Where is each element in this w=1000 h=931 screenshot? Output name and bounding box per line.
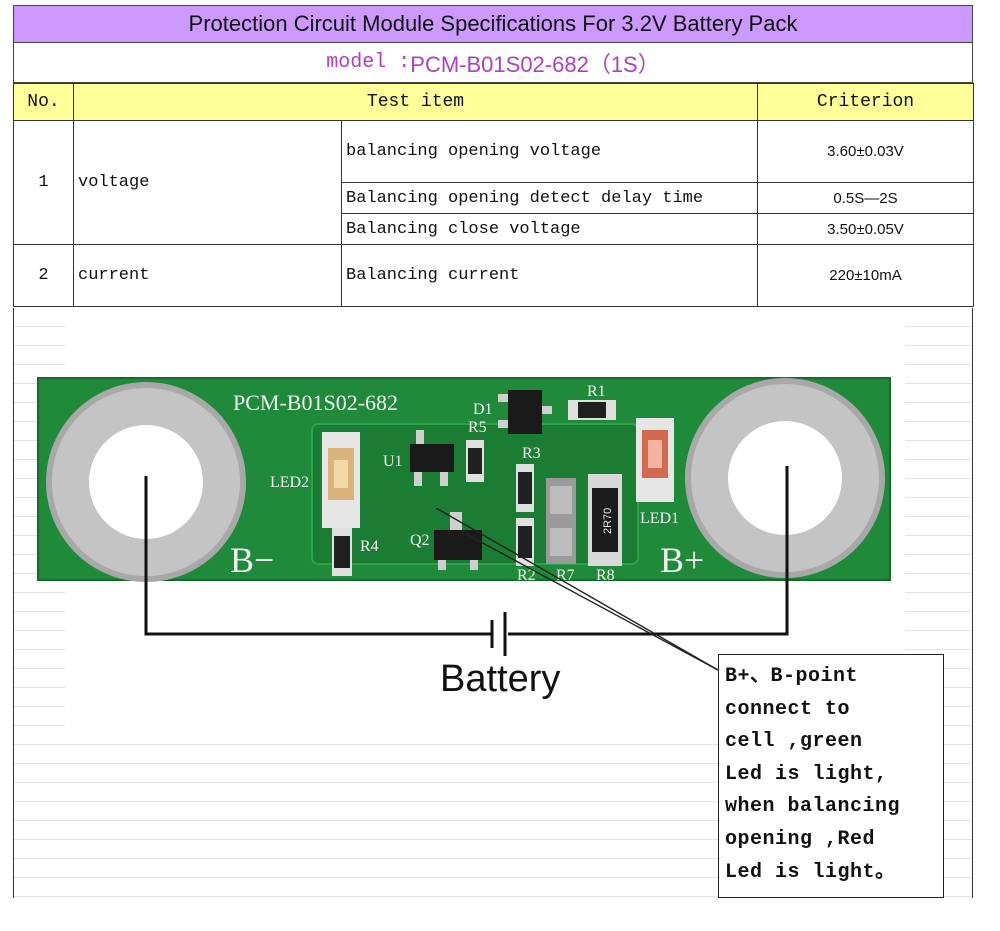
row-criterion: 220±10mA <box>757 244 974 307</box>
wire-b-plus <box>508 466 789 636</box>
wire-b-minus <box>144 476 492 636</box>
label-b-plus: B+ <box>660 540 704 580</box>
model-row: model : PCM-B01S02-682（1S） <box>13 43 973 83</box>
spec-table: No. Test item Criterion 1 voltage balanc… <box>13 83 974 307</box>
d1-chip <box>508 390 542 434</box>
row-category: voltage <box>73 120 342 245</box>
label-r7: R7 <box>556 567 575 584</box>
label-r3: R3 <box>522 445 541 462</box>
row-item: Balancing opening detect delay time <box>341 182 758 214</box>
note-box: B+、B-point connect to cell ,green Led is… <box>718 654 944 898</box>
label-r5: R5 <box>468 419 487 436</box>
row-item: balancing opening voltage <box>341 120 758 183</box>
pointer-line <box>435 507 719 671</box>
label-u1: U1 <box>383 453 403 470</box>
q2-chip <box>434 530 482 560</box>
header-no: No. <box>13 83 74 121</box>
table-row: 2 current Balancing current 220±10mA <box>13 244 974 307</box>
silkscreen-model: PCM-B01S02-682 <box>233 390 398 415</box>
row-no: 2 <box>13 244 74 307</box>
model-label: model : <box>326 51 411 74</box>
table-row: Balancing opening detect delay time 0.5S… <box>14 182 974 214</box>
row-criterion: 3.50±0.05V <box>757 213 974 245</box>
model-value: PCM-B01S02-682（1S） <box>410 51 660 77</box>
label-r2: R2 <box>517 567 536 584</box>
label-led1: LED1 <box>640 510 679 527</box>
row-item: Balancing current <box>341 244 758 307</box>
r8-marking: 2R70 <box>602 508 614 534</box>
table-row: Balancing close voltage 3.50±0.05V <box>14 213 974 245</box>
battery-label: Battery <box>440 658 561 700</box>
label-r8: R8 <box>596 567 615 584</box>
pointer-line <box>465 533 719 671</box>
label-r4: R4 <box>360 538 379 555</box>
label-b-minus: B− <box>230 540 274 580</box>
sheet-title: Protection Circuit Module Specifications… <box>13 5 973 43</box>
label-r1: R1 <box>587 383 606 400</box>
label-led2: LED2 <box>270 474 309 491</box>
b-plus-hole <box>728 421 842 535</box>
row-no: 1 <box>13 120 74 245</box>
u1-chip <box>410 444 454 472</box>
table-row: 1 voltage balancing opening voltage 3.60… <box>13 120 974 245</box>
label-d1: D1 <box>473 401 493 418</box>
label-q2: Q2 <box>410 532 430 549</box>
row-item: Balancing close voltage <box>341 213 758 245</box>
